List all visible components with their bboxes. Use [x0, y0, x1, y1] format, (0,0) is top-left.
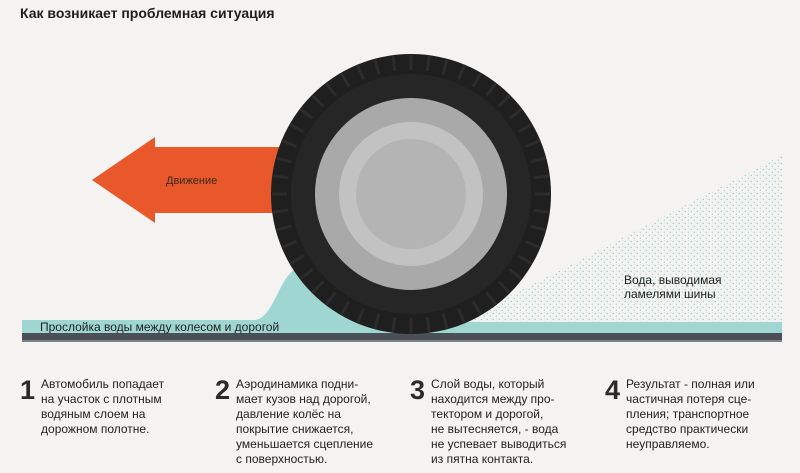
tread-groove	[391, 55, 397, 72]
tread-groove	[340, 300, 351, 316]
water-layer	[22, 266, 782, 333]
tread-groove	[533, 208, 550, 214]
tread-groove	[276, 156, 292, 164]
tread-groove	[471, 300, 482, 316]
tread-groove	[441, 313, 449, 329]
tread-groove	[272, 208, 289, 214]
step-1-number: 1	[20, 375, 36, 405]
step-1: 1 Автомобиль попадает на участок с плотн…	[20, 376, 200, 437]
tread-groove	[485, 291, 497, 306]
tread-groove	[517, 254, 533, 265]
tread-groove	[356, 307, 365, 323]
step-4-number: 4	[605, 375, 621, 405]
tread-groove	[373, 313, 381, 329]
tread-groove	[530, 156, 546, 164]
tread-groove	[508, 108, 523, 120]
drained-water-spray	[460, 155, 782, 322]
tread-groove	[311, 94, 325, 108]
tread-groove	[457, 65, 466, 81]
tread-groove	[391, 316, 397, 333]
step-2-text: Аэродинамика подни- мает кузов над дорог…	[236, 377, 374, 466]
drained-water-label-line1: Вода, выводимая	[624, 273, 722, 287]
tread-groove	[471, 72, 482, 88]
road-surface	[22, 333, 782, 340]
step-4-text: Результат - полная или частичная потеря …	[626, 377, 755, 451]
tread-groove	[325, 291, 337, 306]
drained-water-label-line2: ламелями шины	[624, 287, 716, 301]
tread-groove	[340, 72, 351, 88]
tread-groove	[485, 82, 497, 97]
tread-groove	[524, 139, 540, 148]
water-layer-label: Прослойка воды между колесом и дорогой	[40, 320, 279, 334]
step-3-number: 3	[410, 375, 426, 405]
tread-groove	[325, 82, 337, 97]
page-title: Как возникает проблемная ситуация	[20, 5, 275, 21]
tread-groove	[508, 268, 523, 280]
tire	[271, 54, 551, 334]
tread-groove	[276, 224, 292, 232]
step-4: 4 Результат - полная или частичная потер…	[605, 376, 785, 452]
tread-groove	[289, 254, 305, 265]
tread-groove	[497, 94, 511, 108]
tread-groove	[497, 280, 511, 294]
step-2-number: 2	[215, 375, 231, 405]
tread-groove	[524, 240, 540, 249]
road-edge	[22, 340, 782, 342]
tread-groove	[299, 108, 314, 120]
tread-groove	[425, 316, 431, 333]
step-1-text: Автомобиль попадает на участок с плотным…	[41, 377, 165, 436]
tread-groove	[441, 59, 449, 75]
tread-groove	[356, 65, 365, 81]
tread-groove	[282, 139, 298, 148]
tread-groove	[289, 123, 305, 134]
movement-arrow	[92, 137, 300, 223]
tread-groove	[457, 307, 466, 323]
tread-groove	[311, 280, 325, 294]
tread-groove	[373, 59, 381, 75]
step-2: 2 Аэродинамика подни- мает кузов над дор…	[215, 376, 395, 467]
movement-label: Движение	[166, 175, 217, 187]
tread-groove	[272, 174, 289, 180]
tread-groove	[517, 123, 533, 134]
tread-groove	[299, 268, 314, 280]
step-3-text: Слой воды, который находится между про- …	[431, 377, 567, 466]
tread-groove	[533, 174, 550, 180]
tread-groove	[530, 224, 546, 232]
tread-groove	[282, 240, 298, 249]
step-3: 3 Слой воды, который находится между про…	[410, 376, 590, 467]
tread-groove	[425, 55, 431, 72]
